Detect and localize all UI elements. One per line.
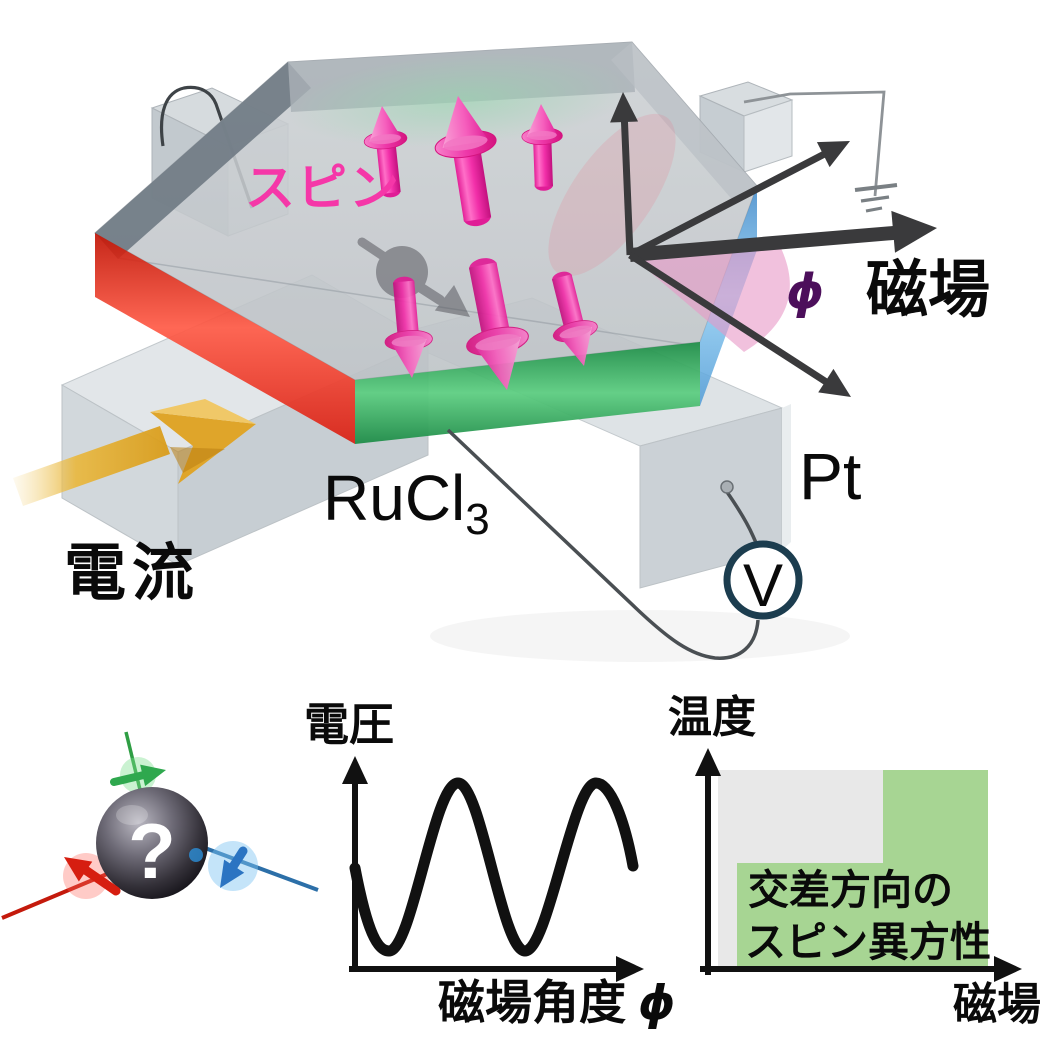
current-arrow [13,399,256,506]
voltmeter-wires [446,428,760,660]
material-subscript: 3 [465,495,490,544]
red-spin-arrow [64,857,121,896]
spin-label: スピン [245,160,401,216]
rotation-plane-disc [630,246,790,352]
field-label: 磁場 [866,256,991,325]
phase-diagram [695,748,1022,982]
material-label: RuCl3 [323,462,490,544]
phase-region-label-line1: 交差方向の [748,867,953,913]
current-label: 電流 [64,539,201,608]
electrode-label: Pt [799,439,862,513]
blue-spin-arrow [220,846,248,888]
green-spin-arrow [110,764,166,787]
unknown-mark: ? [128,807,176,895]
crystal-green-face [355,342,700,444]
pt-bar-back-right-end [698,81,794,173]
phase-region-label-line2: スピン異方性 [745,919,991,965]
contact-dot [720,480,734,494]
electron-sphere-group [1,731,319,920]
voltage-ylabel: 電圧 [304,699,395,750]
phase-green-region [737,770,988,969]
rucl3-crystal [94,41,758,444]
crystal-red-face [95,233,355,444]
phi-label: ϕ [786,264,825,320]
ghost-spin [357,237,470,317]
voltage-graph [342,756,644,982]
electron-sphere [96,787,208,899]
phase-ylabel: 温度 [668,693,756,742]
wire-left-hook [159,85,254,209]
voltmeter-label: V [742,552,784,619]
ground-icon [854,183,898,213]
phase-xlabel: 磁場 [953,980,1041,1029]
field-arrow [629,225,906,262]
sine-curve [349,777,639,957]
voltmeter-circle [723,540,803,620]
axes-arrows [610,92,937,397]
wire-to-ground [743,90,886,197]
